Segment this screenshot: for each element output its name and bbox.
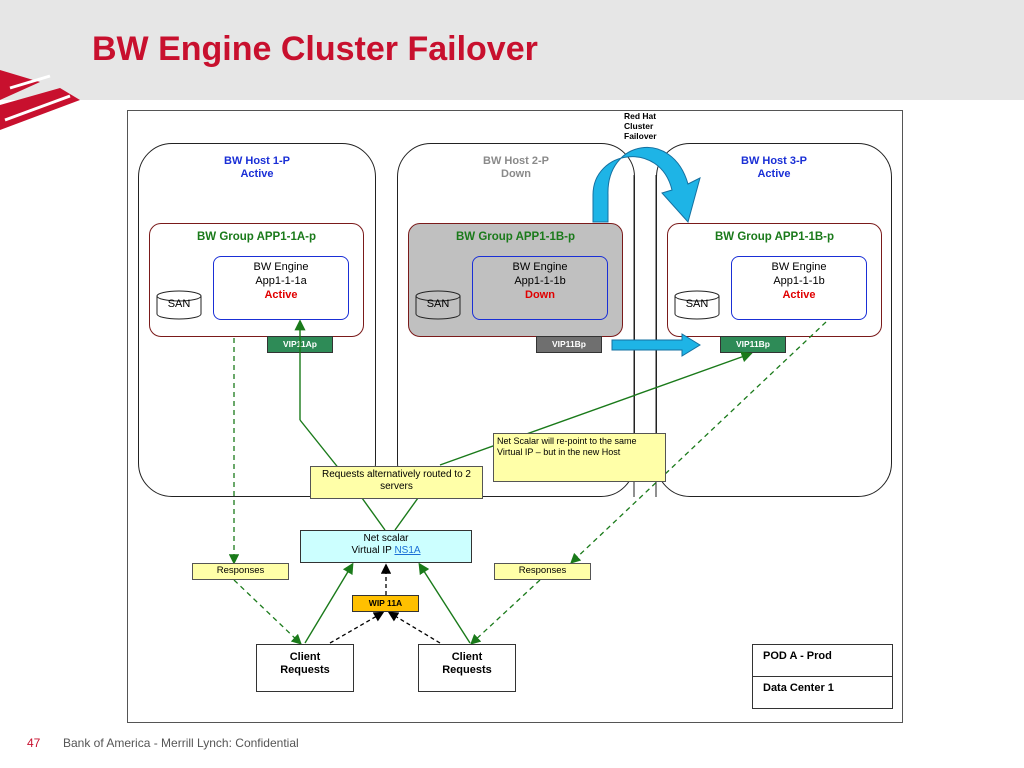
- failover-label-line2: Cluster: [624, 121, 654, 131]
- host-2-title: BW Host 2-P Down: [397, 155, 635, 181]
- group-2-title: BW Group APP1-1B-p: [455, 231, 576, 243]
- engine-3-line1: BW Engine: [771, 261, 827, 273]
- pod-datacenter: Data Center 1: [763, 682, 834, 694]
- responses-right-label: Responses: [494, 563, 591, 580]
- host-1-status: Active: [240, 168, 274, 180]
- san-icon-2: [415, 290, 461, 320]
- engine-2-status: Down: [525, 289, 555, 301]
- netscaler-vip-label: Virtual IP: [351, 545, 395, 556]
- netscaler-line1: Net scalar: [363, 533, 409, 544]
- failover-label: Red Hat Cluster Failover: [624, 111, 657, 141]
- engine-2: BW Engine App1-1-1b Down: [472, 256, 608, 320]
- diagram-frame: [127, 110, 903, 723]
- failover-label-line1: Red Hat: [624, 111, 657, 121]
- responses-left-label: Responses: [192, 563, 289, 580]
- engine-2-line1: BW Engine: [512, 261, 568, 273]
- netscaler-box: Net scalar Virtual IP NS1A: [300, 530, 472, 563]
- host-2-status: Down: [501, 168, 531, 180]
- company-logo-icon: [0, 70, 80, 130]
- vip-2: VIP11Bp: [536, 336, 602, 353]
- client-2-line2: Requests: [442, 664, 492, 676]
- engine-1: BW Engine App1-1-1a Active: [213, 256, 349, 320]
- vip-move-arrow-icon: [611, 333, 701, 357]
- group-3-title: BW Group APP1-1B-p: [714, 231, 835, 243]
- host-2-name: BW Host 2-P: [483, 155, 549, 167]
- failover-label-line3: Failover: [624, 131, 657, 141]
- failover-curve-arrow-icon: [592, 147, 701, 224]
- engine-2-line2: App1-1-1b: [514, 275, 566, 287]
- page-number: 47: [27, 736, 41, 750]
- header-band: [0, 0, 1024, 100]
- san-icon-3: [674, 290, 720, 320]
- routed-note: Requests alternatively routed to 2 serve…: [310, 466, 483, 499]
- repoint-note: Net Scalar will re-point to the same Vir…: [493, 433, 666, 482]
- netscaler-line2: Virtual IP NS1A: [301, 545, 471, 557]
- client-1-line1: Client: [289, 651, 321, 663]
- san-label-2: SAN: [426, 298, 450, 310]
- client-2-line1: Client: [451, 651, 483, 663]
- ns1a-link[interactable]: NS1A: [394, 545, 421, 556]
- host-1-title: BW Host 1-P Active: [138, 155, 376, 181]
- host-3-name: BW Host 3-P: [741, 155, 807, 167]
- group-1-title: BW Group APP1-1A-p: [196, 231, 317, 243]
- client-requests-2: Client Requests: [418, 644, 516, 692]
- pod-box: POD A - Prod Data Center 1: [752, 644, 893, 709]
- engine-3: BW Engine App1-1-1b Active: [731, 256, 867, 320]
- engine-3-line2: App1-1-1b: [773, 275, 825, 287]
- pod-name: POD A - Prod: [753, 645, 892, 677]
- san-icon-1: [156, 290, 202, 320]
- engine-1-status: Active: [264, 289, 298, 301]
- san-label-3: SAN: [685, 298, 709, 310]
- client-1-line2: Requests: [280, 664, 330, 676]
- host-1-name: BW Host 1-P: [224, 155, 290, 167]
- host-3-title: BW Host 3-P Active: [656, 155, 892, 181]
- vip-3: VIP11Bp: [720, 336, 786, 353]
- footer-text: Bank of America - Merrill Lynch: Confide…: [63, 736, 299, 750]
- host-3-status: Active: [757, 168, 791, 180]
- wip-box: WIP 11A: [352, 595, 419, 612]
- client-requests-1: Client Requests: [256, 644, 354, 692]
- engine-1-line1: BW Engine: [253, 261, 309, 273]
- slide-title: BW Engine Cluster Failover: [92, 30, 538, 68]
- engine-1-line2: App1-1-1a: [255, 275, 307, 287]
- engine-3-status: Active: [782, 289, 816, 301]
- san-label-1: SAN: [167, 298, 191, 310]
